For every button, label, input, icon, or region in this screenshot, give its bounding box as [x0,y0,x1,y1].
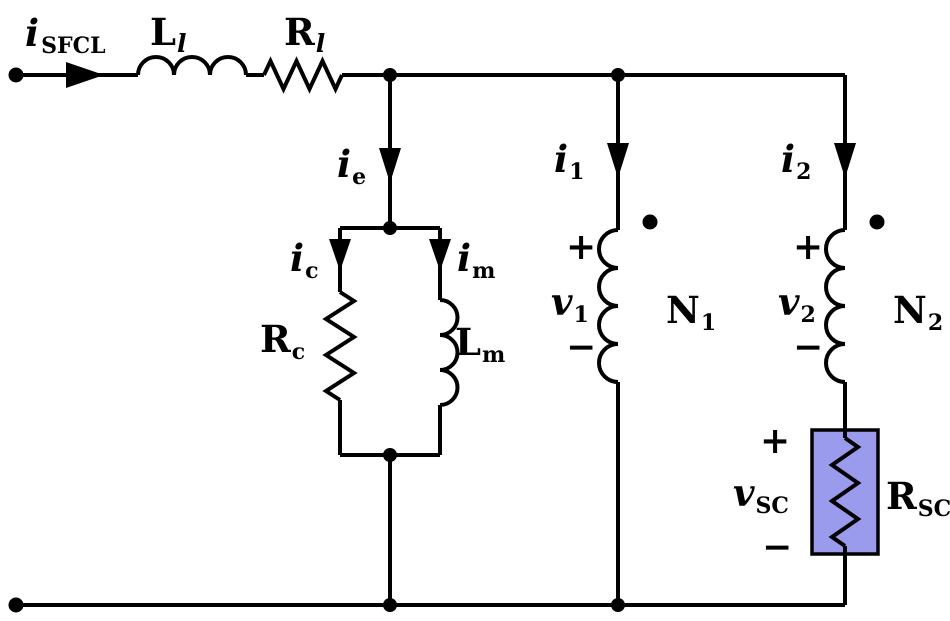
winding-N1 [597,228,619,384]
label-minus-v2: − [793,326,823,368]
polarity-dot-N1 [642,214,658,230]
junction-dot-parallel-top [383,221,397,235]
label-plus-v2: + [793,226,823,268]
label-Rl: Rl [284,10,325,58]
junction-dot-bottom-magnetizing [383,598,397,612]
junction-dot-bottom-primary [611,598,625,612]
arrow-i-e [379,148,401,183]
label-Ll: Ll [150,10,187,58]
label-i-sfcl: iSFCL [25,11,106,59]
label-i-c: ic [290,236,318,284]
label-i-m: im [457,236,495,284]
junction-dot-parallel-bottom [383,448,397,462]
junction-dot-top-primary [611,68,625,82]
label-Lm: Lm [455,320,505,368]
label-Rc: Rc [260,317,305,365]
label-N1: N1 [666,288,716,336]
node-dots-group [8,67,885,613]
resistor-Rc [322,290,358,402]
arrow-i-1 [607,143,629,178]
label-minus-vsc: − [762,526,792,568]
label-plus-vsc: + [760,420,790,462]
terminal-dot-bottom-left [8,597,24,613]
arrow-i-m [429,239,451,271]
resistor-Rsc [828,436,862,548]
arrow-i-c [329,239,351,271]
junction-dot-top-magnetizing [383,68,397,82]
arrow-i-2 [834,143,856,178]
resistor-Rl [262,56,344,94]
label-i-2: i2 [781,137,811,185]
label-v-sc: vSC [733,471,789,519]
label-Rsc: RSC [886,474,950,522]
label-plus-v1: + [566,226,596,268]
arrow-i-sfcl [66,62,104,88]
label-i-1: i1 [554,137,584,185]
polarity-dot-N2 [869,214,885,230]
label-v-2: v2 [778,280,816,328]
labels-group: iSFCL Ll Rl ie ic im Rc Lm i1 + v1 − N1 … [25,10,950,568]
label-v-1: v1 [551,280,589,328]
label-i-e: ie [337,142,366,190]
label-N2: N2 [893,288,943,336]
current-arrows-group [66,62,856,271]
inductor-Lm [439,298,460,407]
wires-group [16,55,862,607]
inductor-Ll [136,55,248,76]
winding-N2 [824,228,846,384]
terminal-dot-top-left [8,67,24,83]
label-minus-v1: − [566,326,596,368]
